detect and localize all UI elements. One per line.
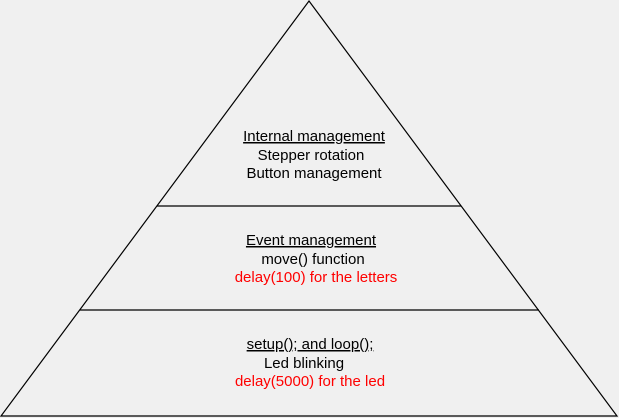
tier-heading: Event management bbox=[246, 232, 377, 249]
tier-event-management: Event management move() function delay(1… bbox=[235, 232, 398, 286]
tier-line: Button management bbox=[246, 165, 382, 182]
tier-heading: Internal management bbox=[243, 128, 386, 145]
tier-internal-management: Internal management Stepper rotation But… bbox=[243, 128, 386, 182]
tier-line: Led blinking bbox=[264, 355, 344, 372]
tier-line: delay(100) for the letters bbox=[235, 269, 398, 286]
tier-line: Stepper rotation bbox=[258, 147, 365, 164]
tier-line: delay(5000) for the led bbox=[235, 373, 385, 390]
tier-line: move() function bbox=[261, 251, 364, 268]
tier-heading: setup(); and loop(); bbox=[247, 336, 374, 353]
tier-setup-loop: setup(); and loop(); Led blinking delay(… bbox=[235, 336, 385, 390]
